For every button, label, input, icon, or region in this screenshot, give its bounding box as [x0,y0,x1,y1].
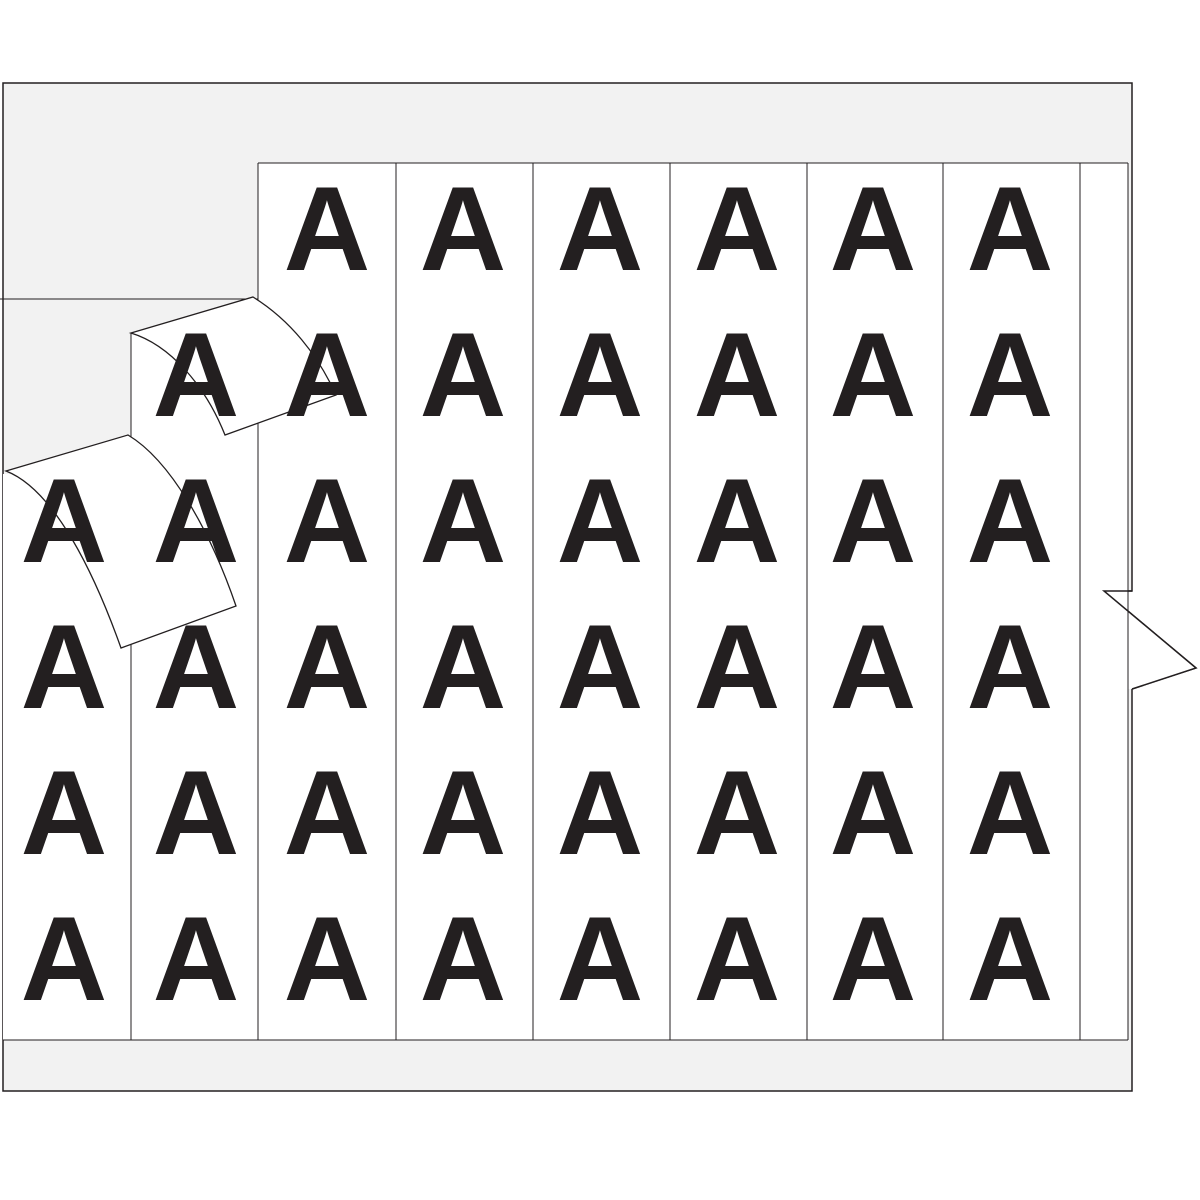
label-letter: A [420,162,507,296]
label-letter: A [557,746,644,880]
label-letter: A [284,454,371,588]
label-letter: A [694,162,781,296]
label-letter: A [420,746,507,880]
label-letter: A [967,308,1054,442]
label-letter: A [153,308,240,442]
label-area-main [258,163,1128,1040]
label-letter: A [967,600,1054,734]
label-letter: A [694,308,781,442]
label-letter: A [21,600,108,734]
label-letter: A [557,600,644,734]
label-letter: A [284,892,371,1026]
label-area-col2 [131,333,258,1040]
label-letter: A [284,308,371,442]
label-letter: A [830,454,917,588]
label-letter: A [420,308,507,442]
label-letter: A [420,600,507,734]
notch-outline [1101,590,1198,690]
label-letter: A [830,162,917,296]
peeled-label-top [128,296,337,436]
label-letter: A [557,454,644,588]
label-letter: A [830,892,917,1026]
label-letter: A [557,892,644,1026]
label-letter: A [420,892,507,1026]
label-letter: A [967,162,1054,296]
label-letter: A [694,746,781,880]
label-letter: A [21,454,108,588]
label-letter: A [284,746,371,880]
label-letter: A [284,162,371,296]
label-letters: AAAAAAAAAAAAAAAAAAAAAAAAAAAAAAAAAAAAAAAA… [21,162,1054,1026]
peeled-label-bottom [3,434,237,649]
label-letter: A [153,600,240,734]
label-letter: A [153,454,240,588]
label-letter: A [21,746,108,880]
label-letter: A [153,892,240,1026]
label-letter: A [830,308,917,442]
label-letter: A [557,308,644,442]
label-letter: A [967,746,1054,880]
label-letter: A [694,454,781,588]
label-letter: A [967,892,1054,1026]
label-letter: A [830,746,917,880]
label-letter: A [153,746,240,880]
label-letter: A [967,454,1054,588]
label-letter: A [694,600,781,734]
label-letter: A [420,454,507,588]
notch-fill [1104,591,1196,689]
label-letter: A [284,600,371,734]
label-letter: A [21,892,108,1026]
label-letter: A [557,162,644,296]
label-letter: A [830,600,917,734]
label-letter: A [694,892,781,1026]
